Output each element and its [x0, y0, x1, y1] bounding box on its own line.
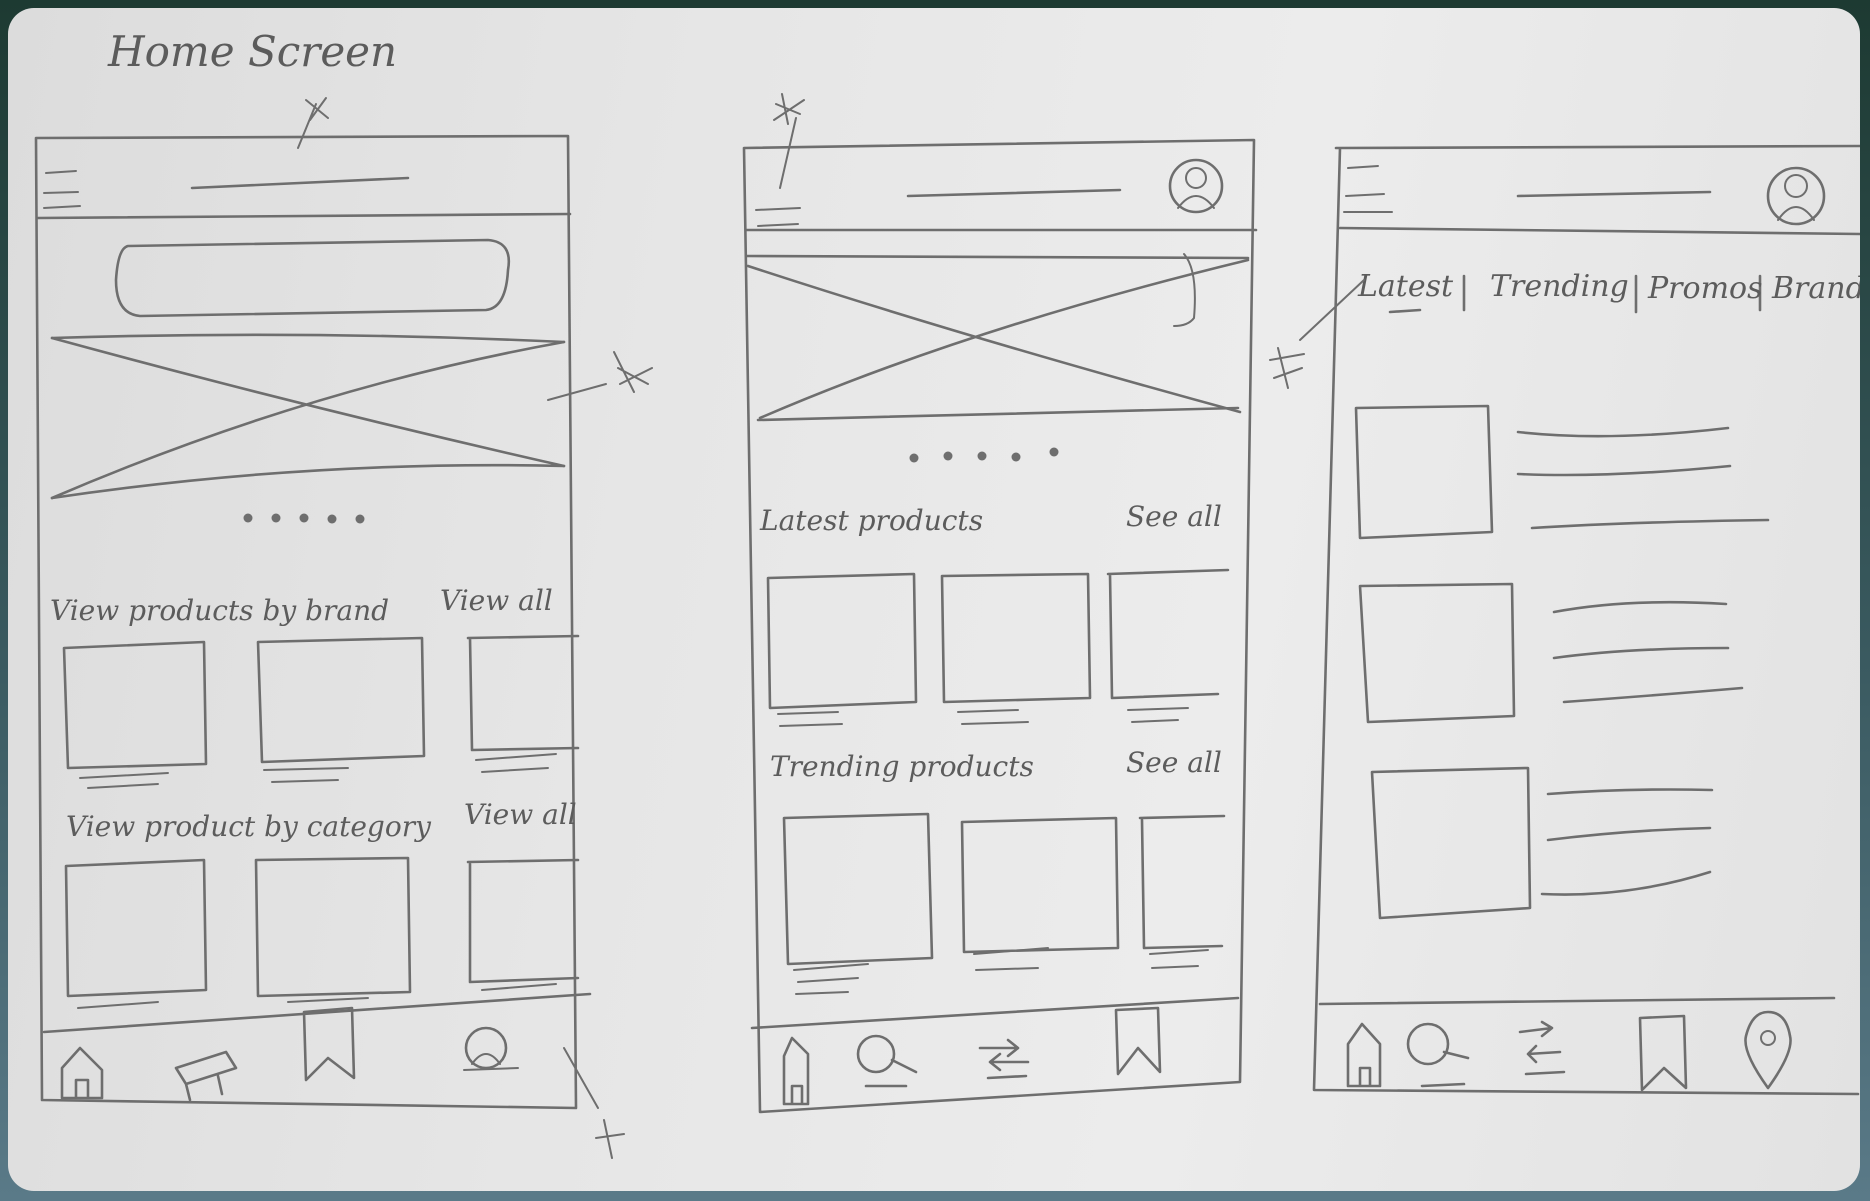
carousel-dots[interactable] — [909, 447, 1059, 463]
screen-home: View products by brand View all View pro… — [34, 97, 653, 1159]
product-card[interactable] — [1138, 814, 1226, 950]
see-all-trending-link[interactable]: See all — [1126, 746, 1222, 779]
see-all-latest-link[interactable]: See all — [1126, 500, 1222, 533]
header-bar — [744, 158, 1258, 232]
nav-divider — [750, 996, 1240, 1030]
list-item[interactable] — [1358, 582, 1744, 724]
category-card[interactable] — [64, 858, 208, 998]
latest-product-cards — [766, 568, 1230, 727]
annotation-star — [547, 351, 653, 401]
section-title-brand: View products by brand — [50, 594, 389, 627]
home-icon[interactable] — [60, 1046, 104, 1100]
list-item-image — [1354, 404, 1494, 540]
tab-promos[interactable]: Promos — [1647, 271, 1763, 306]
profile-icon[interactable] — [1168, 158, 1224, 214]
phone-frame — [742, 138, 1256, 1114]
annotation-star — [297, 97, 329, 149]
banner-image-placeholder — [50, 333, 653, 500]
product-list — [1354, 404, 1770, 920]
list-item[interactable] — [1354, 404, 1770, 540]
brand-cards — [62, 634, 580, 789]
bookmark-icon[interactable] — [1114, 1006, 1162, 1076]
tab-trending[interactable]: Trending — [1490, 269, 1629, 304]
annotation-star — [563, 1047, 625, 1159]
product-card[interactable] — [940, 572, 1092, 704]
brand-card[interactable] — [466, 634, 580, 752]
product-card[interactable] — [1106, 568, 1230, 700]
product-card[interactable] — [782, 812, 934, 966]
menu-icon[interactable] — [755, 207, 801, 227]
search-icon[interactable] — [1406, 1022, 1470, 1088]
tab-brands[interactable]: Brands — [1771, 271, 1860, 306]
sketch-paper: Home Screen View products by brand — [8, 8, 1860, 1191]
header-title-placeholder — [1516, 190, 1712, 198]
carousel-dots[interactable] — [243, 513, 365, 524]
page-title: Home Screen — [107, 27, 397, 76]
search-icon[interactable] — [856, 1034, 918, 1088]
menu-icon[interactable] — [1343, 165, 1393, 213]
annotation-star — [1269, 279, 1365, 389]
list-item[interactable] — [1370, 766, 1714, 920]
bookmark-icon[interactable] — [302, 1006, 356, 1082]
bookmark-icon[interactable] — [1638, 1014, 1688, 1092]
tab-bar: Latest Trending Promos Brands — [1269, 269, 1860, 389]
header-title-placeholder — [906, 188, 1122, 198]
tab-latest[interactable]: Latest — [1357, 269, 1454, 304]
section-title-latest: Latest products — [759, 504, 983, 537]
category-cards — [64, 856, 580, 1009]
header-divider — [36, 212, 572, 220]
view-all-brand-link[interactable]: View all — [440, 584, 553, 617]
list-item-image — [1370, 766, 1532, 920]
bottom-nav — [42, 992, 625, 1159]
bottom-nav — [750, 996, 1240, 1106]
menu-icon[interactable] — [43, 170, 81, 209]
header-bar — [1338, 165, 1860, 236]
annotation-star — [773, 93, 805, 189]
category-card[interactable] — [254, 856, 412, 998]
header-bar — [36, 97, 572, 220]
nav-divider — [1318, 996, 1836, 1006]
list-item-text — [1552, 600, 1744, 704]
brand-card[interactable] — [256, 636, 426, 764]
banner-image-placeholder — [744, 253, 1250, 422]
brand-card[interactable] — [62, 640, 208, 770]
home-icon[interactable] — [782, 1036, 810, 1106]
product-card[interactable] — [766, 572, 918, 710]
tab-dividers — [1388, 274, 1762, 314]
category-card[interactable] — [466, 858, 580, 984]
wireframe-sketch: Home Screen View products by brand — [34, 27, 1860, 1159]
product-card[interactable] — [960, 816, 1120, 954]
list-item-text — [1516, 426, 1770, 530]
transfer-icon[interactable] — [978, 1038, 1030, 1080]
search-bar[interactable] — [114, 238, 511, 318]
bottom-nav — [1318, 996, 1836, 1092]
shop-icon[interactable] — [174, 1050, 238, 1102]
header-title-placeholder — [190, 176, 410, 190]
transfer-icon[interactable] — [1518, 1020, 1566, 1076]
trending-product-cards — [782, 812, 1226, 995]
location-icon[interactable] — [1744, 1010, 1792, 1090]
list-item-text — [1540, 788, 1714, 896]
profile-icon[interactable] — [463, 1026, 519, 1071]
section-title-category: View product by category — [66, 810, 432, 843]
nav-divider — [42, 992, 592, 1034]
phone-frame — [1312, 144, 1860, 1096]
phone-frame — [34, 134, 578, 1110]
section-title-trending: Trending products — [770, 750, 1034, 783]
screen-list: Latest Trending Promos Brands — [1269, 144, 1860, 1096]
profile-icon[interactable] — [1766, 166, 1826, 226]
view-all-category-link[interactable]: View all — [464, 798, 577, 831]
list-item-image — [1358, 582, 1516, 724]
home-icon[interactable] — [1346, 1022, 1382, 1088]
screen-products: Latest products See all Trending product… — [742, 93, 1258, 1114]
